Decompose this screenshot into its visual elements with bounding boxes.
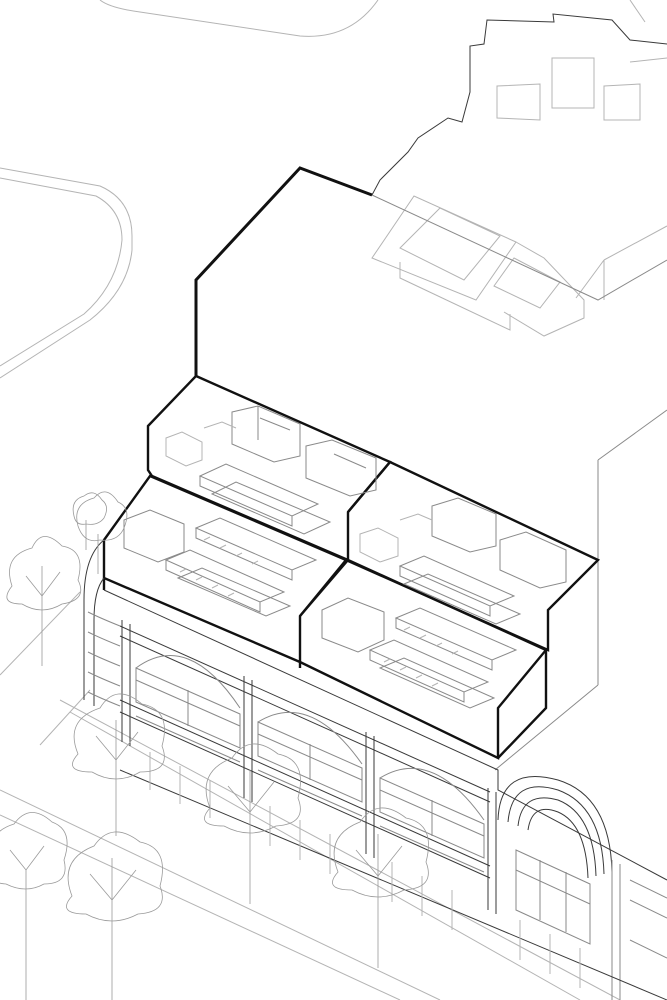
lab-floor-slab-edge	[102, 578, 548, 759]
bench-row-ll-1	[194, 517, 318, 581]
lab-module-upper-left	[146, 374, 392, 562]
podium-cornice	[119, 625, 491, 879]
bench-row-ll-2	[164, 549, 286, 613]
lab-module-lower-left	[102, 474, 348, 664]
street-tree	[66, 831, 163, 1000]
side-bench-ul	[165, 421, 237, 467]
bench-row-lr-1	[394, 607, 518, 671]
road-curb-left-inner	[0, 177, 123, 367]
road-curb-left-outer	[0, 167, 133, 379]
neighbour-roof-detail	[496, 0, 667, 121]
entrance-grid	[515, 849, 591, 945]
bench-row-lr-2	[368, 639, 490, 703]
street-trees	[0, 491, 429, 1000]
podium-windows	[135, 667, 485, 873]
street-tree	[204, 743, 301, 904]
module-ll-furniture	[123, 509, 318, 617]
podium-ground-line	[119, 769, 667, 1000]
module-ur-furniture	[359, 497, 567, 625]
bench-row-ul-2	[210, 481, 332, 535]
podium-piers	[121, 620, 497, 914]
bench-row-ul-1	[198, 463, 320, 527]
street-tree	[72, 693, 165, 836]
lab-floor-outline	[102, 166, 601, 760]
lab-module-lower-right	[299, 558, 548, 760]
stools-ll	[179, 536, 259, 597]
podium-facade	[83, 539, 667, 1000]
street-tree	[332, 807, 429, 968]
neighbour-roof-outline	[299, 13, 667, 196]
stools-lr	[383, 626, 459, 687]
roof-plant-outline	[371, 195, 667, 337]
street-tree	[76, 491, 128, 574]
fume-hood-row-lr	[321, 597, 385, 653]
street-tree	[72, 492, 107, 550]
main-volume-top-edge	[371, 194, 667, 301]
street-tree	[0, 812, 68, 1000]
fume-hood-row-ul	[231, 405, 377, 497]
neighbour-building	[299, 0, 667, 196]
entrance-arch	[497, 776, 613, 879]
facade-right-bays	[611, 860, 667, 1000]
street-tree	[6, 536, 82, 666]
module-lr-furniture	[321, 597, 518, 709]
bench-row-ll-3	[176, 567, 292, 617]
sidewalk-edge-left	[0, 591, 91, 746]
podium-roof-edge	[83, 539, 667, 881]
bench-row-ur-1	[398, 555, 516, 617]
fume-hood-row-ur	[431, 497, 567, 589]
lab-furniture	[123, 405, 567, 709]
fume-hood-row-ll	[123, 509, 185, 563]
podium-arches	[135, 655, 485, 821]
bench-row-ur-2	[402, 573, 522, 625]
bench-row-lr-3	[378, 657, 496, 709]
road-curb-top	[99, 0, 379, 37]
side-bench-ur	[359, 513, 433, 563]
podium-corner-bands	[87, 611, 121, 707]
tower-outline	[194, 166, 373, 376]
module-ul-furniture	[165, 405, 377, 535]
